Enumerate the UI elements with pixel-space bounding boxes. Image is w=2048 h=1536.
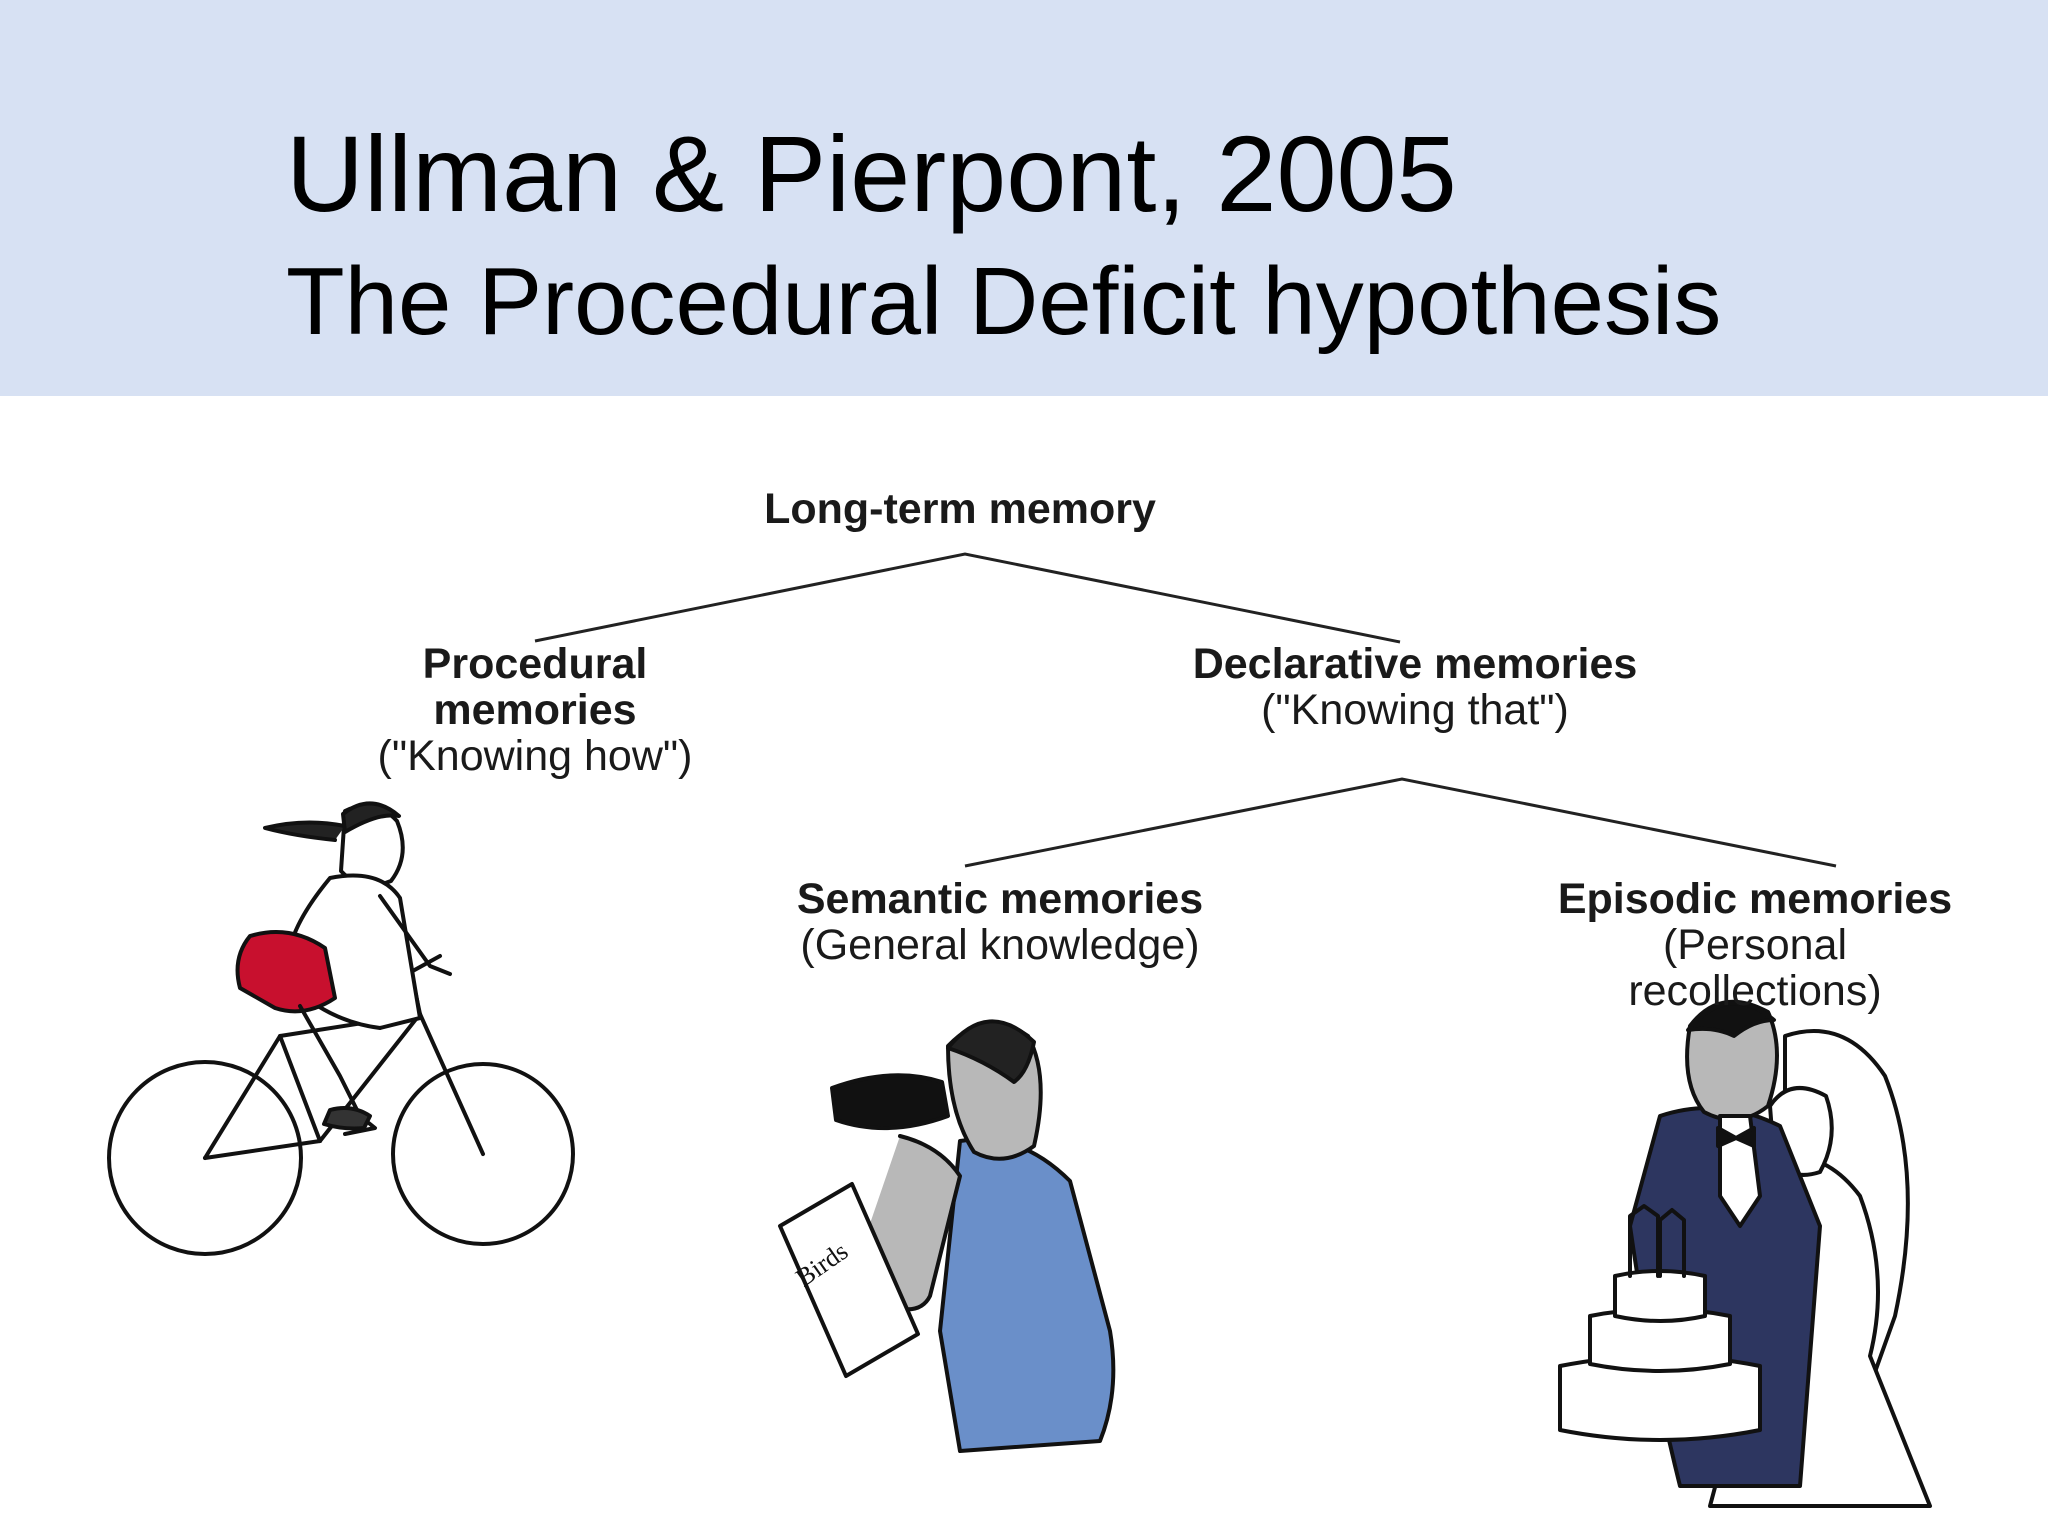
semantic-label: Semantic memories: [796, 875, 1204, 923]
node-procedural-memories: Procedural memories ("Knowing how"): [325, 641, 745, 779]
wedding-cake-tier-top: [1613, 1269, 1707, 1323]
connector-declarative: [964, 777, 1837, 868]
bike-front-wheel: [391, 1062, 575, 1246]
node-declarative-memories: Declarative memories ("Knowing that"): [1110, 641, 1720, 733]
cyclist-arm: [378, 894, 452, 976]
node-root-label: Long-term memory: [764, 485, 1156, 533]
procedural-label-line2: memories: [433, 686, 637, 734]
binoculars: [830, 1073, 950, 1131]
bow-tie: [1716, 1126, 1756, 1148]
bike-rear-wheel: [107, 1060, 303, 1256]
groom-hair: [1686, 1001, 1776, 1038]
slide-header: Ullman & Pierpont, 2005 The Procedural D…: [0, 0, 2048, 396]
memory-tree-diagram: Birds Long-term memory Procedural memori…: [0, 396, 2048, 1536]
birdwatcher-illustration: [778, 1019, 1116, 1453]
bike-seat-stay: [203, 1139, 322, 1160]
episodic-label: Episodic memories: [1557, 875, 1953, 923]
birdwatcher-hair: [946, 1019, 1036, 1084]
slide-title: Ullman & Pierpont, 2005: [286, 113, 1457, 234]
cyclist-shoe: [322, 1106, 372, 1131]
cyclist-illustration: [107, 801, 575, 1256]
cyclist-hair: [341, 801, 401, 834]
bike-frame: [203, 1012, 485, 1160]
diagram-artwork: Birds: [107, 552, 1932, 1508]
node-episodic-memories: Episodic memories (Personal recollection…: [1470, 876, 2040, 1014]
procedural-description: ("Knowing how"): [377, 732, 693, 780]
wedding-couple-illustration: [1558, 999, 1932, 1508]
cake-topper: [1628, 1204, 1686, 1278]
procedural-label-line1: Procedural: [422, 640, 648, 688]
node-long-term-memory: Long-term memory: [700, 486, 1220, 532]
birdwatcher-body: [938, 1137, 1116, 1453]
cyclist-shorts: [235, 930, 337, 1014]
declarative-label: Declarative memories: [1192, 640, 1638, 688]
episodic-description-line1: (Personal: [1662, 921, 1848, 969]
tree-connectors: [534, 552, 1837, 868]
cyclist-ponytail: [263, 820, 347, 842]
connector-root: [534, 552, 1401, 644]
declarative-description: ("Knowing that"): [1261, 686, 1569, 734]
semantic-description: (General knowledge): [800, 921, 1200, 969]
field-guide-book: [778, 1182, 920, 1378]
episodic-description-line2: recollections): [1628, 967, 1882, 1015]
slide-subtitle: The Procedural Deficit hypothesis: [286, 248, 1722, 355]
node-semantic-memories: Semantic memories (General knowledge): [710, 876, 1290, 968]
